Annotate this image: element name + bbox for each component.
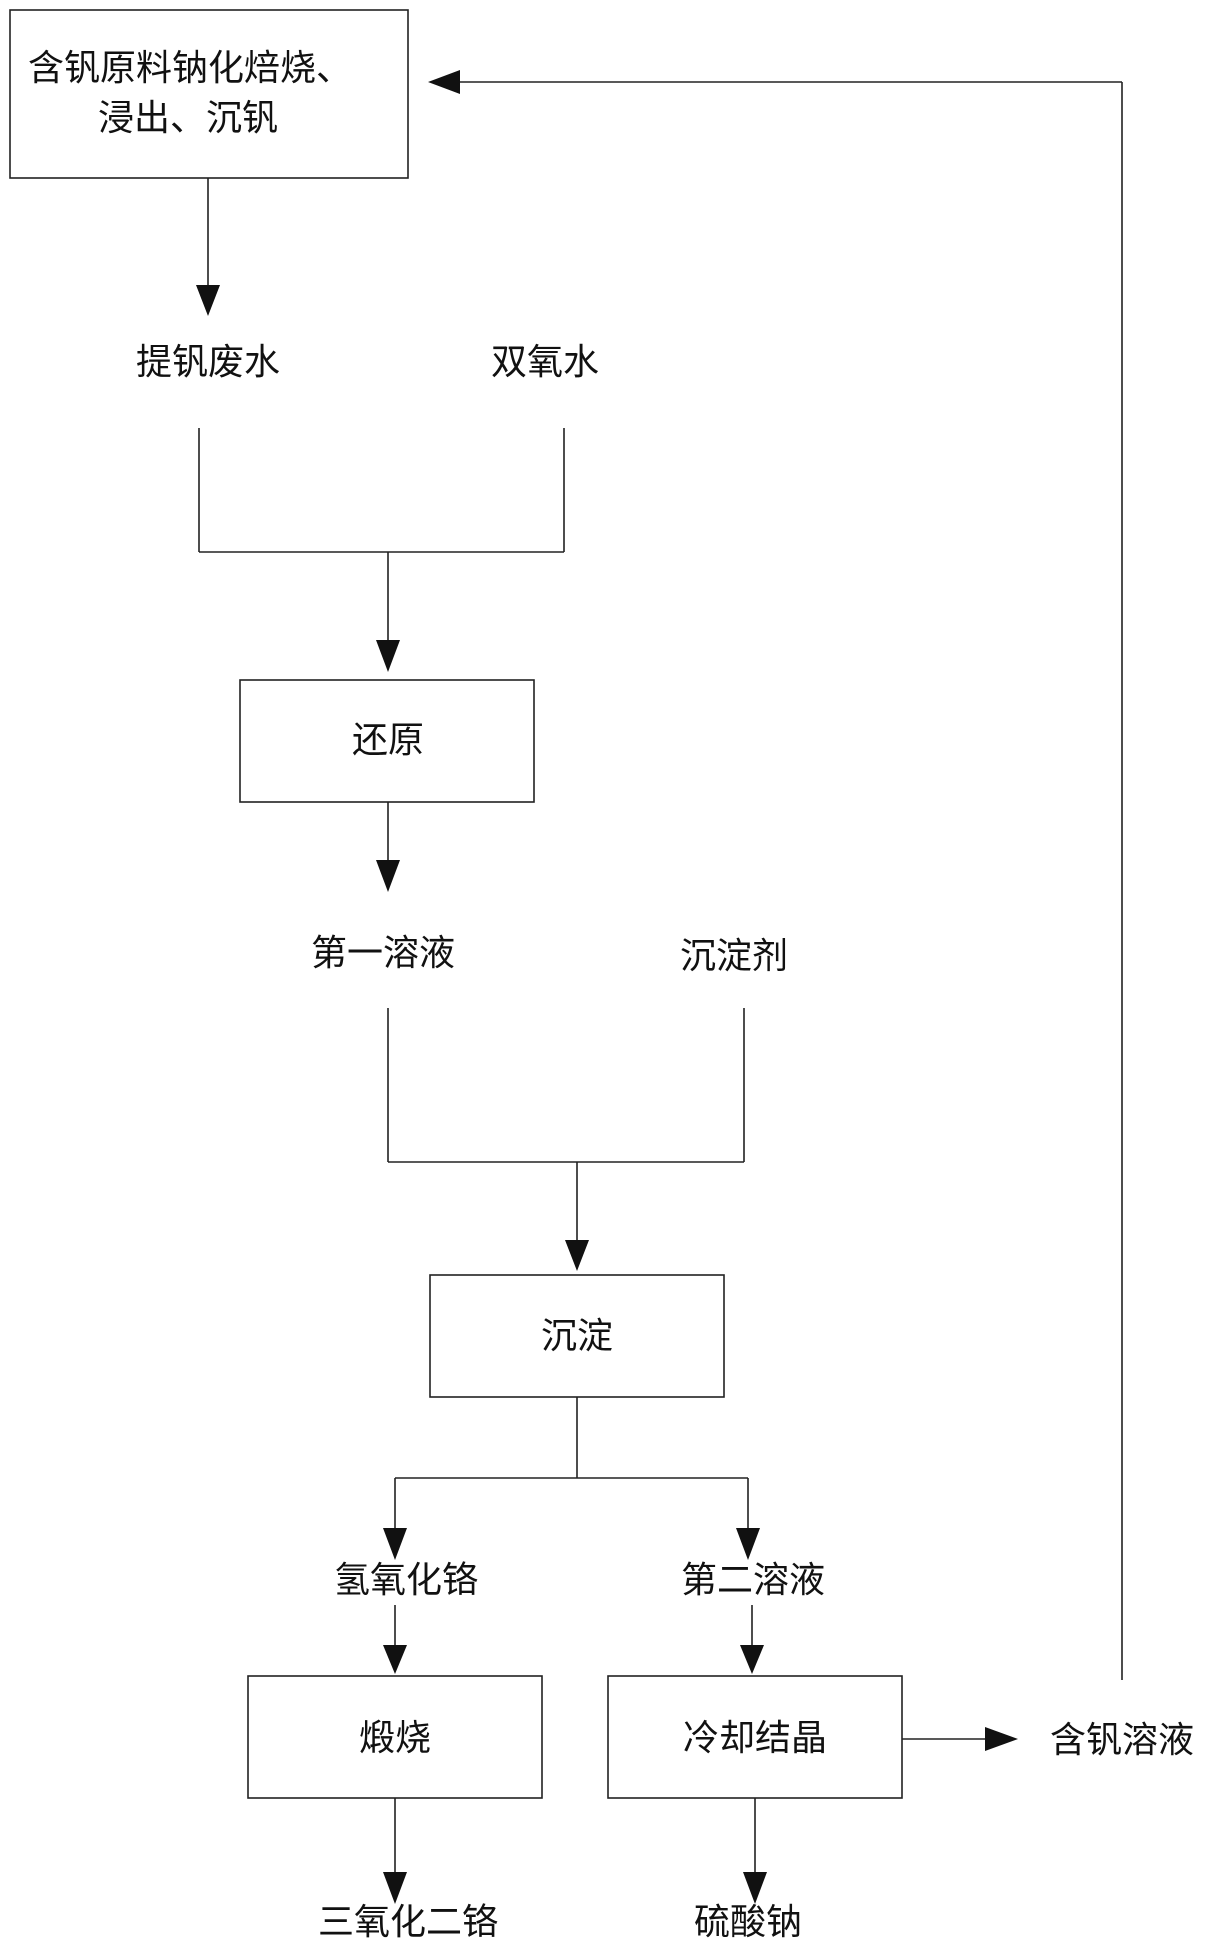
cooling-crystallization-label: 冷却结晶: [683, 1718, 827, 1759]
box-raw-process: [9, 9, 409, 179]
arrow-to-reduction: [376, 640, 400, 672]
chromium-hydroxide-label: 氢氧化铬: [334, 1560, 478, 1601]
sodium-sulfate-label: 硫酸钠: [694, 1902, 802, 1943]
second-solution-label: 第二溶液: [681, 1560, 825, 1601]
precipitation-label: 沉淀: [541, 1316, 613, 1357]
vanadium-wastewater-label: 提钒废水: [136, 342, 280, 383]
raw-process-label-line1: 含钒原料钠化焙烧、: [28, 48, 352, 89]
box-calcination: [247, 1675, 543, 1799]
box-reduction: [239, 679, 535, 803]
arrow-to-precipitation: [565, 1240, 589, 1271]
arrow-to-chromium-hydroxide: [383, 1528, 407, 1560]
arrow-recycle-to-raw: [428, 70, 460, 94]
arrow-to-second-solution: [736, 1528, 760, 1560]
box-precipitation: [429, 1274, 725, 1398]
arrowheads: [196, 70, 1018, 1904]
arrow-to-cooling: [740, 1645, 764, 1674]
arrow-to-vanadium-solution: [985, 1727, 1018, 1751]
arrow-to-chromium-trioxide: [383, 1872, 407, 1904]
reduction-label: 还原: [352, 720, 424, 761]
box-cooling-crystallization: [607, 1675, 903, 1799]
arrow-to-sodium-sulfate: [743, 1872, 767, 1904]
calcination-label: 煅烧: [359, 1718, 431, 1759]
hydrogen-peroxide-label: 双氧水: [491, 342, 599, 383]
chromium-trioxide-label: 三氧化二铬: [318, 1902, 498, 1943]
arrow-to-first-solution: [376, 860, 400, 892]
precipitant-label: 沉淀剂: [680, 936, 788, 977]
vanadium-solution-label: 含钒溶液: [1050, 1720, 1194, 1761]
connector-lines: [198, 81, 1123, 1872]
arrow-to-wastewater: [196, 285, 220, 316]
first-solution-label: 第一溶液: [311, 933, 455, 974]
arrow-to-calcination: [383, 1645, 407, 1674]
raw-process-label-line2: 浸出、沉钒: [98, 98, 278, 139]
